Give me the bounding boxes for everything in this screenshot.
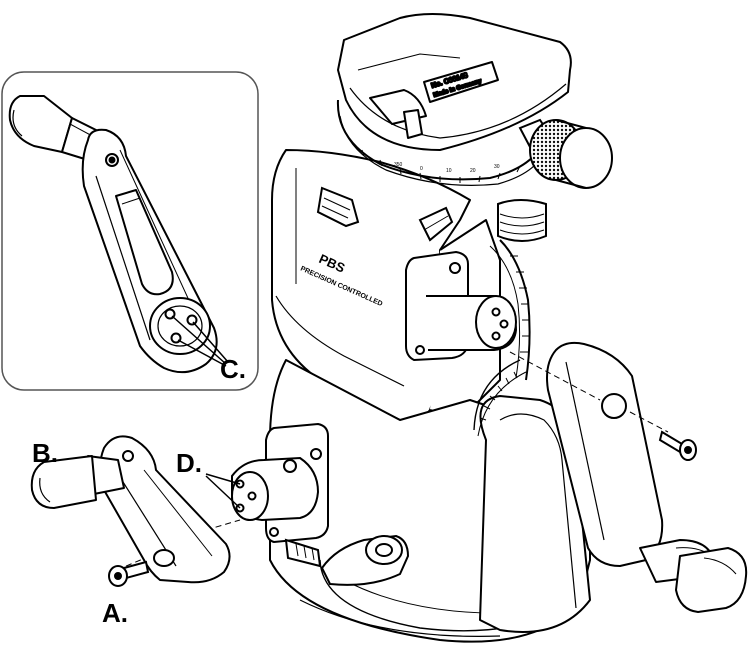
pan-scale-labels: 350 0 10 20 30	[394, 162, 500, 174]
threaded-collar	[497, 199, 547, 242]
screw-a	[108, 560, 150, 587]
quick-release-plate: No. C66148 Made In Germany	[337, 13, 572, 151]
side-latch-right	[418, 206, 454, 242]
side-tilt-scale	[489, 239, 531, 381]
inset-crank-handle	[8, 95, 218, 374]
right-crank-screw	[658, 430, 697, 461]
callout-label-d: D.	[176, 448, 202, 478]
pan-scale-label: 20	[470, 168, 476, 174]
pan-lock-lever-ticks	[295, 543, 315, 561]
callout-label-c: C.	[220, 354, 246, 384]
pan-scale-label: 10	[446, 168, 452, 174]
left-crank-handle-b	[30, 435, 231, 584]
tilt-scale	[479, 371, 518, 421]
pan-lock-lever	[284, 534, 410, 586]
tilt-axle-right	[405, 250, 518, 362]
side-latch-left	[316, 186, 360, 228]
plate-clamp-knob	[518, 118, 613, 189]
pan-scale-label: 350	[394, 162, 403, 168]
tilt-axle-left	[231, 422, 329, 544]
callout-label-a: A.	[102, 598, 128, 628]
side-tilt-scale-ticks	[510, 255, 530, 353]
pan-scale-label: 0	[420, 166, 423, 172]
callout-d-leaders	[205, 473, 241, 509]
callout-labels: A. B. C. D.	[32, 354, 246, 628]
callout-c-leaders	[171, 315, 229, 367]
right-crank-handle	[546, 341, 748, 613]
pan-scale-label: 30	[494, 164, 500, 170]
pan-scale-ticks	[361, 149, 521, 183]
callout-label-b: B.	[32, 438, 58, 468]
pan-ring	[336, 99, 549, 186]
